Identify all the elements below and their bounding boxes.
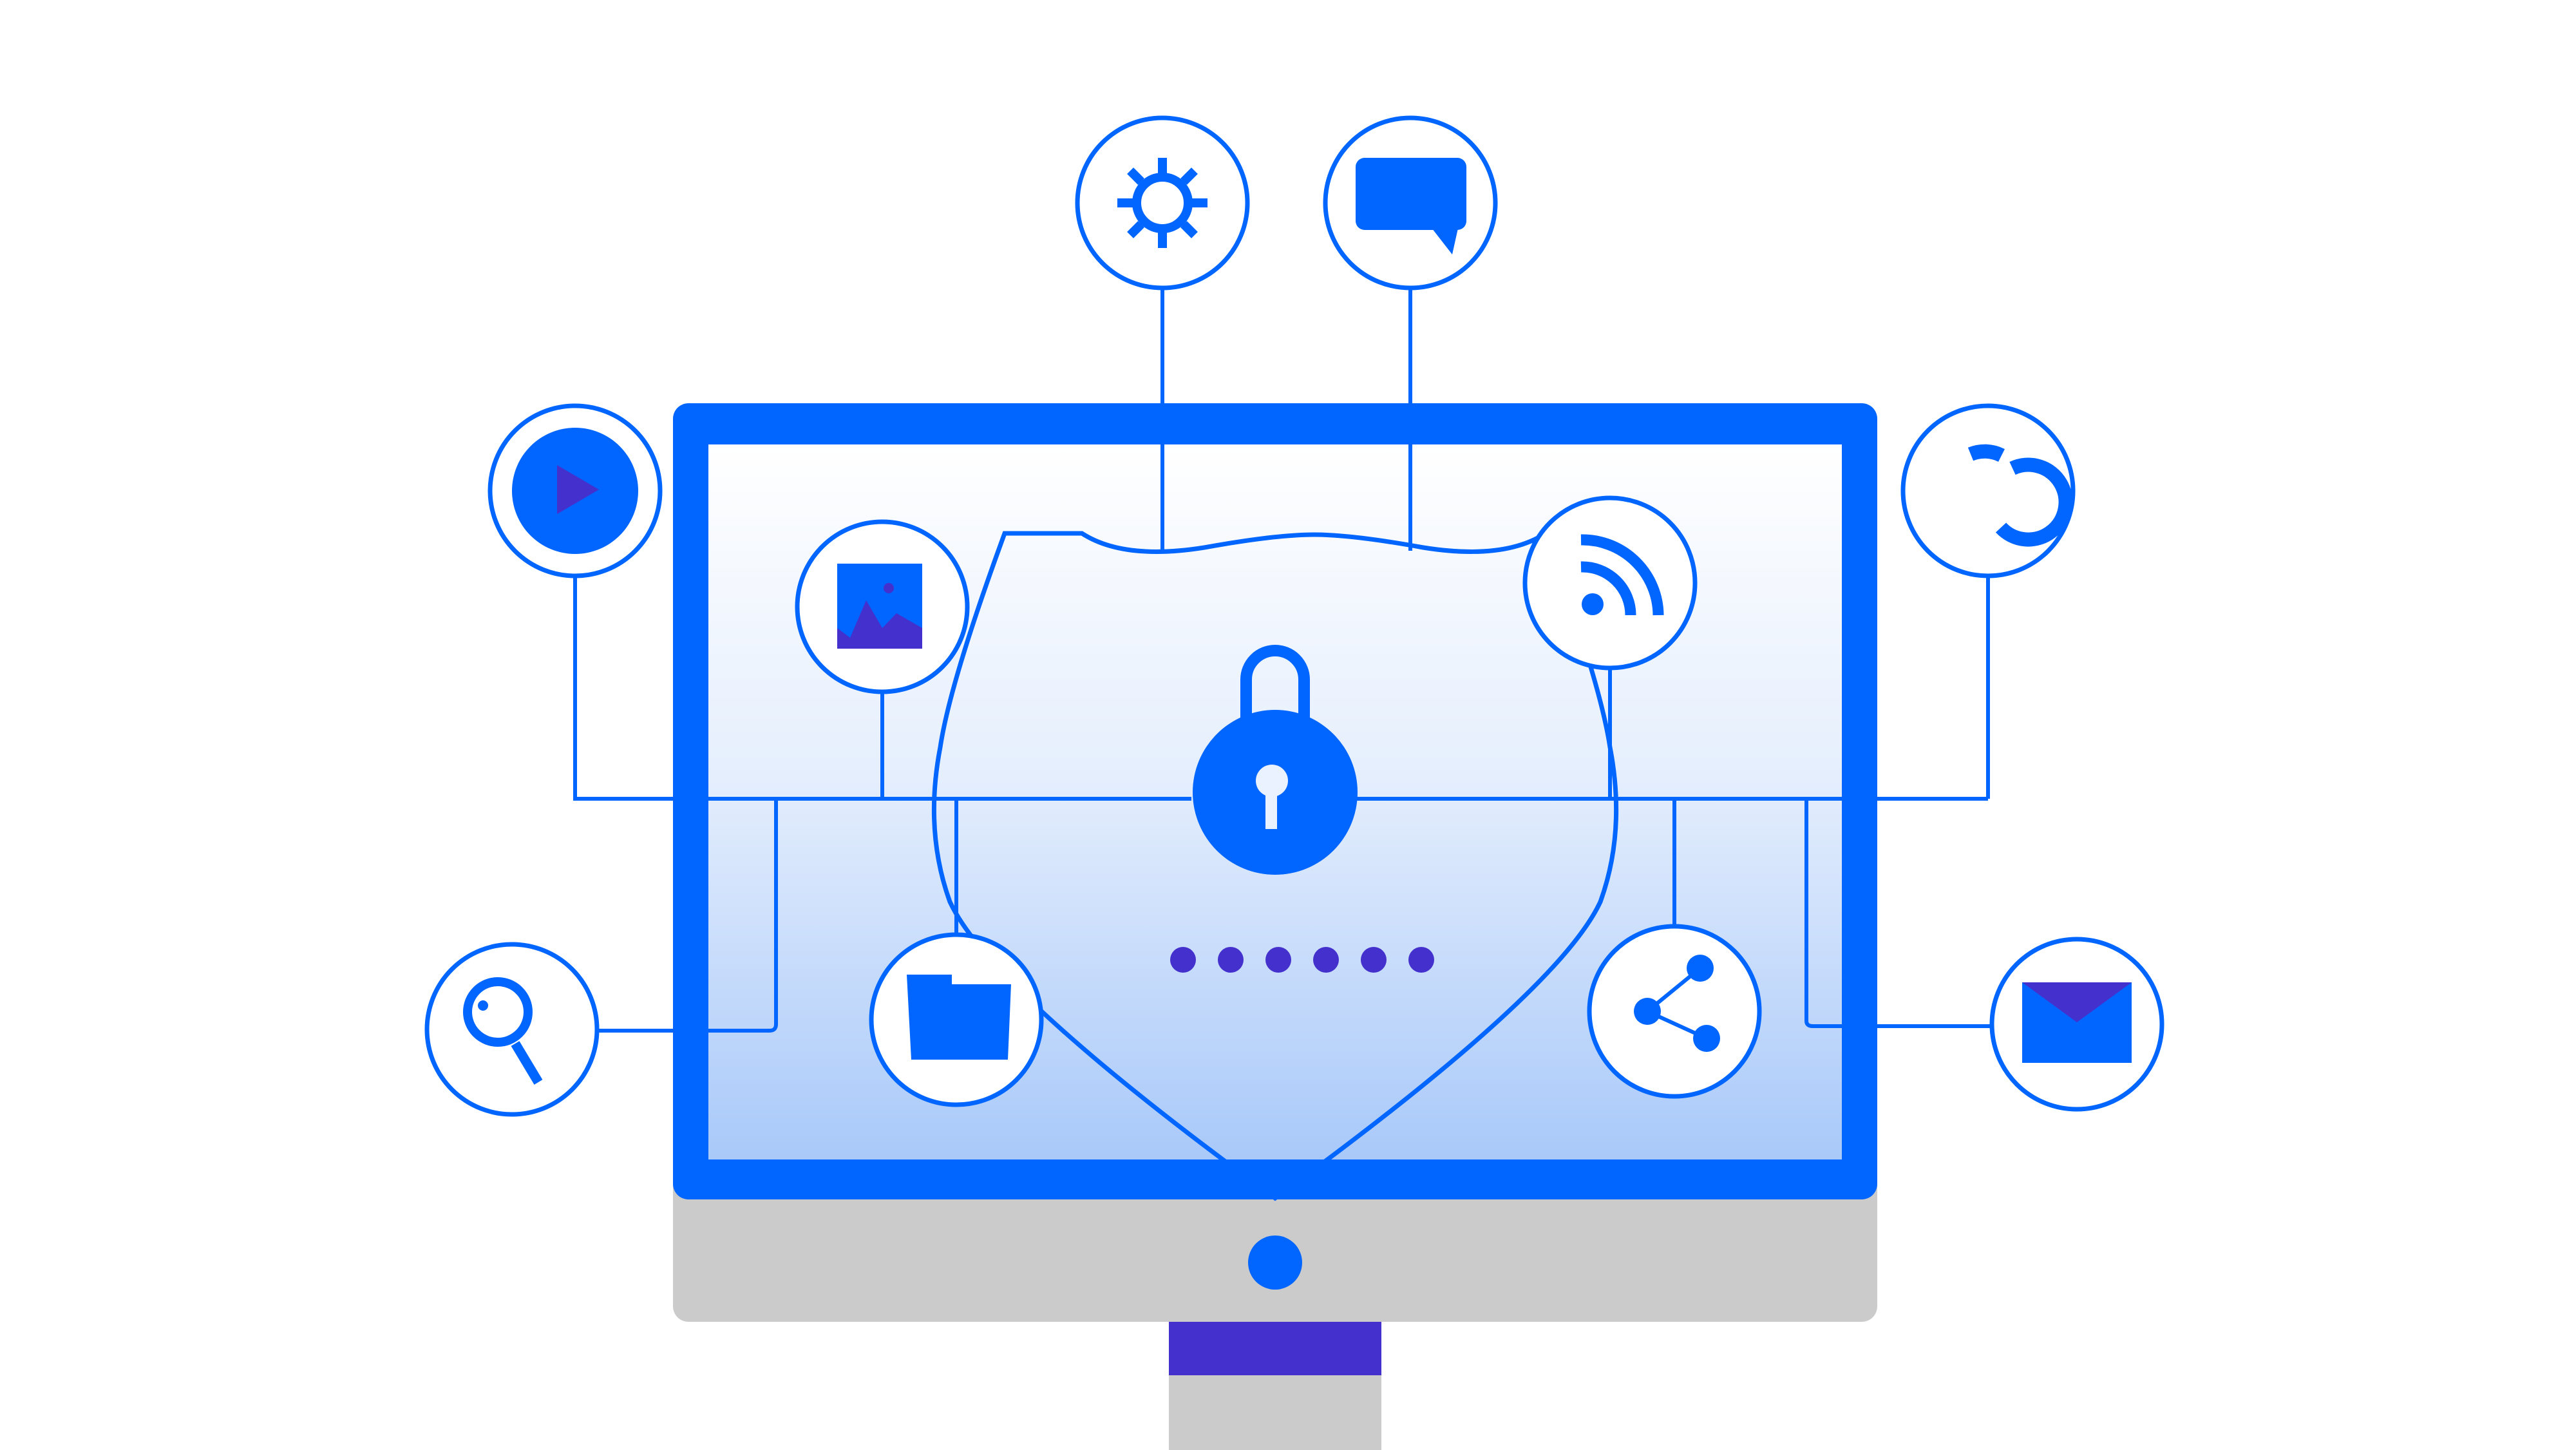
search-icon-button[interactable] (424, 942, 600, 1117)
padlock-icon (1193, 645, 1358, 875)
icon-circles (424, 115, 2164, 1117)
rss-feed-icon-button[interactable] (1522, 495, 1698, 671)
play-button-icon-button[interactable] (488, 403, 663, 578)
password-mask (1170, 947, 1434, 973)
monitor-stand-neck (1169, 1321, 1381, 1375)
shield-icon (931, 529, 1619, 1201)
password-dot (1408, 947, 1434, 973)
folder-icon (907, 975, 1011, 1060)
share-icon (1634, 955, 1720, 1052)
chat-bubble-icon (1356, 158, 1466, 254)
search-icon (463, 977, 543, 1085)
connection-lines (573, 287, 1990, 1033)
mail-icon-button[interactable] (1989, 937, 2164, 1112)
image-icon (837, 564, 922, 649)
password-dot (1313, 947, 1339, 973)
chat-bubble-icon-button[interactable] (1323, 115, 1498, 291)
password-dot (1265, 947, 1291, 973)
password-dot (1361, 947, 1387, 973)
keyhole (1256, 765, 1288, 797)
monitor-stand-base (1169, 1375, 1381, 1450)
gear-icon-button[interactable] (1075, 115, 1250, 291)
keyhole-slot (1265, 789, 1277, 829)
refresh-icon (1967, 444, 2073, 547)
rss-feed-icon (1580, 534, 1664, 616)
password-dot (1218, 947, 1244, 973)
folder-icon-button[interactable] (869, 932, 1044, 1107)
power-button (1248, 1235, 1302, 1290)
share-icon-button[interactable] (1587, 924, 1762, 1099)
connector-mail (1804, 799, 1990, 1028)
padlock-shackle (1240, 645, 1310, 720)
gear-icon (1117, 158, 1208, 248)
mail-icon (2022, 982, 2132, 1063)
connector-search (598, 799, 778, 1033)
refresh-icon-button[interactable] (1900, 403, 2076, 578)
play-button-icon (557, 465, 599, 514)
password-dot (1170, 947, 1196, 973)
image-icon-button[interactable] (795, 519, 970, 694)
